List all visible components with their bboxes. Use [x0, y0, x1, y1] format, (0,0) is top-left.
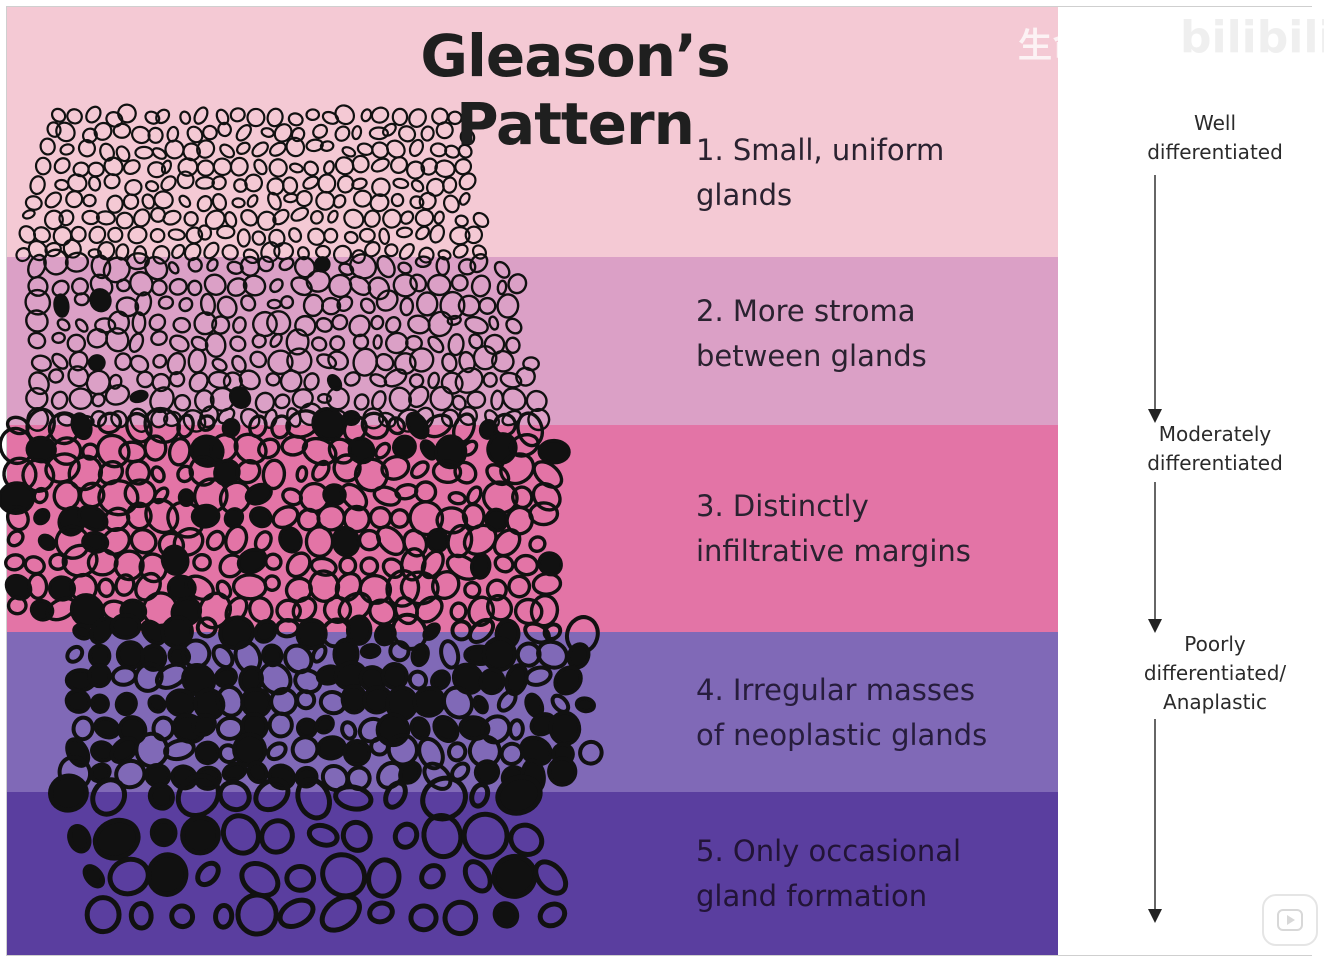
pattern-4-line1: 4. Irregular masses: [696, 673, 975, 707]
pattern-2-line2: between glands: [696, 339, 927, 373]
watermark-logo: bilibili: [1180, 12, 1324, 63]
stage-2-line2: differentiated: [1147, 451, 1283, 475]
pattern-4-label: 4. Irregular masses of neoplastic glands: [696, 668, 1046, 758]
pattern-4-line2: of neoplastic glands: [696, 718, 988, 752]
pattern-3-label: 3. Distinctly infiltrative margins: [696, 484, 1046, 574]
stage-1-line1: Well: [1193, 111, 1237, 135]
page-title: Gleason’s Pattern: [420, 22, 730, 158]
play-icon[interactable]: [1262, 894, 1318, 946]
band-pattern-1: [7, 7, 1058, 257]
pattern-5-line1: 5. Only occasional: [696, 834, 962, 868]
pattern-1-line2: glands: [696, 178, 793, 212]
watermark-text: 生命中国: [1018, 26, 1158, 66]
pattern-5-line2: gland formation: [696, 879, 928, 913]
differentiation-panel: Well differentiated Moderately different…: [1058, 7, 1312, 955]
stage-1-line2: differentiated: [1147, 140, 1283, 164]
play-glyph-icon: [1277, 909, 1303, 931]
pattern-5-label: 5. Only occasional gland formation: [696, 829, 1046, 919]
stage-3-line3: Anaplastic: [1163, 690, 1267, 714]
stage-moderately-differentiated: Moderately differentiated: [1118, 420, 1312, 478]
arrow-head-2: [1148, 619, 1162, 633]
stage-3-line2: differentiated/: [1143, 661, 1287, 685]
arrow-head-1: [1148, 409, 1162, 423]
pattern-2-label: 2. More stroma between glands: [696, 289, 1046, 379]
pattern-3-line1: 3. Distinctly: [696, 489, 869, 523]
pattern-1-label: 1. Small, uniform glands: [696, 128, 1046, 218]
pattern-3-line2: infiltrative margins: [696, 534, 971, 568]
pattern-2-line1: 2. More stroma: [696, 294, 916, 328]
pattern-1-line1: 1. Small, uniform: [696, 133, 945, 167]
differentiation-arrows: [1148, 175, 1162, 923]
stage-well-differentiated: Well differentiated: [1118, 109, 1312, 167]
stage-3-line1: Poorly: [1184, 632, 1246, 656]
stage-2-line1: Moderately: [1158, 422, 1272, 446]
arrow-head-3: [1148, 909, 1162, 923]
stage-poorly-differentiated: Poorly differentiated/ Anaplastic: [1118, 630, 1312, 717]
band-pattern-2: [7, 257, 1058, 425]
